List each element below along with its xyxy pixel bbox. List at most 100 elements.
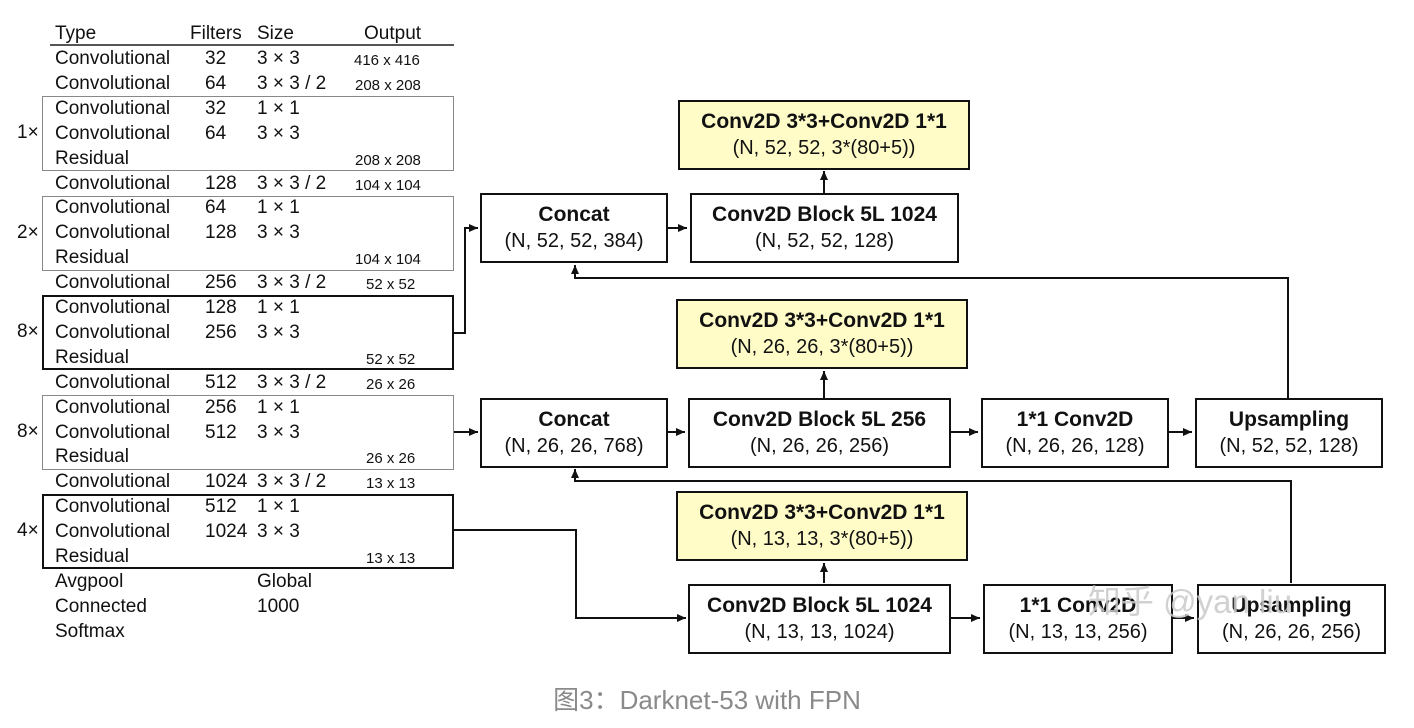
repeat-label: 1× [17, 122, 39, 143]
table-cell-type: Convolutional [55, 72, 171, 94]
concat-52: Concat (N, 52, 52, 384) [480, 193, 668, 263]
table-cell-filters: 64 [205, 197, 227, 219]
table-cell-type: Convolutional [55, 371, 171, 393]
box-shape: (N, 26, 26, 128) [1005, 435, 1145, 457]
header-type: Type [55, 23, 97, 44]
arrow-up13-concat26 [571, 469, 1292, 583]
table-cell-output: 208 x 208 [355, 151, 421, 169]
box-shape: (N, 52, 52, 3*(80+5)) [732, 137, 916, 159]
detection-head-52: Conv2D 3*3+Conv2D 1*1 (N, 52, 52, 3*(80+… [678, 100, 970, 170]
table-cell-type: Convolutional [55, 321, 171, 343]
conv-block-26: Conv2D Block 5L 256 (N, 26, 26, 256) [688, 398, 951, 468]
table-cell-type: Residual [55, 247, 129, 269]
header-output: Output [364, 23, 422, 44]
upsampling-26: Upsampling (N, 52, 52, 128) [1195, 398, 1383, 468]
table-cell-size: 3 × 3 [257, 122, 300, 144]
box-shape: (N, 13, 13, 3*(80+5)) [730, 528, 914, 550]
table-cell-filters: 128 [205, 172, 237, 194]
box-title: Conv2D Block 5L 256 [712, 408, 927, 431]
table-cell-size: 3 × 3 / 2 [257, 172, 327, 194]
repeat-label: 8× [17, 421, 39, 442]
table-cell-output: 13 x 13 [366, 475, 416, 493]
residual-group-5 [42, 494, 454, 569]
box-title: 1*1 Conv2D [1016, 408, 1134, 431]
box-title: 1*1 Conv2D [1019, 594, 1137, 617]
table-cell-size: 1 × 1 [257, 297, 300, 318]
box-title: Upsampling [1228, 408, 1350, 431]
table-cell-output: 13 x 13 [366, 550, 416, 567]
table-cell-type: Avgpool [55, 570, 124, 592]
table-cell-type: Softmax [55, 620, 125, 642]
table-cell-filters: 64 [205, 122, 227, 144]
table-cell-type: Residual [55, 346, 129, 368]
table-cell-filters: 512 [205, 496, 237, 518]
box-title: Conv2D 3*3+Conv2D 1*1 [699, 309, 945, 332]
box-title: Conv2D 3*3+Conv2D 1*1 [701, 110, 947, 133]
table-cell-filters: 128 [205, 297, 237, 318]
table-cell-size: 3 × 3 [257, 321, 300, 343]
box-title: Conv2D Block 5L 1024 [707, 594, 932, 617]
residual-group-4 [42, 395, 454, 470]
table-cell-output: 104 x 104 [355, 176, 421, 194]
table-cell-type: Convolutional [55, 496, 171, 518]
table-cell-size: 3 × 3 [257, 521, 300, 543]
table-cell-size: 1 × 1 [257, 496, 300, 518]
upsampling-13: Upsampling (N, 26, 26, 256) [1197, 584, 1386, 654]
table-cell-type: Convolutional [55, 197, 171, 219]
table-cell-size: 1 × 1 [257, 197, 300, 219]
arrow-up26-concat52 [571, 265, 1289, 398]
table-cell-output: 104 x 104 [355, 251, 421, 269]
table-cell-filters: 64 [205, 72, 227, 94]
table-cell-filters: 256 [205, 396, 237, 418]
table-cell-filters: 1024 [205, 521, 248, 543]
header-size: Size [257, 23, 294, 44]
table-cell-type: Convolutional [55, 122, 171, 144]
table-cell-filters: 256 [205, 272, 237, 294]
table-cell-type: Connected [55, 595, 147, 617]
table-cell-output: 416 x 416 [354, 52, 420, 69]
table-cell-size: 3 × 3 / 2 [257, 471, 327, 493]
table-cell-type: Convolutional [55, 48, 171, 69]
table-cell-type: Residual [55, 446, 129, 468]
table-cell-filters: 32 [205, 97, 227, 119]
residual-group-1 [42, 96, 454, 171]
table-cell-type: Convolutional [55, 272, 171, 294]
repeat-label: 2× [17, 222, 39, 243]
table-cell-type: Convolutional [55, 172, 171, 194]
detection-head-26: Conv2D 3*3+Conv2D 1*1 (N, 26, 26, 3*(80+… [676, 299, 968, 369]
repeat-label: 4× [17, 520, 39, 541]
conv1x1-13: 1*1 Conv2D (N, 13, 13, 256) [983, 584, 1173, 654]
table-cell-size: 3 × 3 / 2 [257, 272, 327, 294]
detection-head-13: Conv2D 3*3+Conv2D 1*1 (N, 13, 13, 3*(80+… [676, 491, 968, 561]
figure-caption: 图3：Darknet-53 with FPN [553, 685, 861, 715]
table-cell-size: Global [257, 570, 312, 592]
table-cell-size: 1 × 1 [257, 396, 300, 418]
box-shape: (N, 26, 26, 3*(80+5)) [730, 336, 914, 358]
box-shape: (N, 26, 26, 768) [504, 435, 644, 457]
residual-group-2 [42, 196, 454, 271]
table-cell-size: 1 × 1 [257, 97, 300, 119]
table-cell-type: Convolutional [55, 421, 171, 443]
box-shape: (N, 13, 13, 1024) [744, 621, 895, 643]
table-cell-output: 26 x 26 [366, 375, 416, 393]
table-cell-type: Convolutional [55, 222, 171, 244]
table-cell-type: Convolutional [55, 97, 171, 119]
box-shape: (N, 13, 13, 256) [1008, 621, 1148, 643]
table-cell-output: 52 x 52 [366, 276, 416, 294]
header-filters: Filters [190, 23, 242, 44]
table-cell-type: Convolutional [55, 396, 171, 418]
table-cell-type: Convolutional [55, 471, 171, 493]
table-cell-output: 208 x 208 [355, 76, 421, 94]
table-cell-size: 3 × 3 [257, 222, 300, 244]
table-cell-size: 3 × 3 [257, 421, 300, 443]
box-title: Conv2D Block 5L 1024 [712, 203, 937, 226]
concat-26: Concat (N, 26, 26, 768) [480, 398, 668, 468]
table-cell-type: Residual [55, 147, 129, 169]
table-cell-type: Convolutional [55, 521, 171, 543]
table-cell-size: 3 × 3 / 2 [257, 371, 327, 393]
box-shape: (N, 26, 26, 256) [1222, 621, 1361, 643]
route-13-to-block [454, 529, 686, 622]
table-cell-filters: 32 [205, 48, 227, 69]
table-cell-filters: 1024 [205, 471, 248, 493]
